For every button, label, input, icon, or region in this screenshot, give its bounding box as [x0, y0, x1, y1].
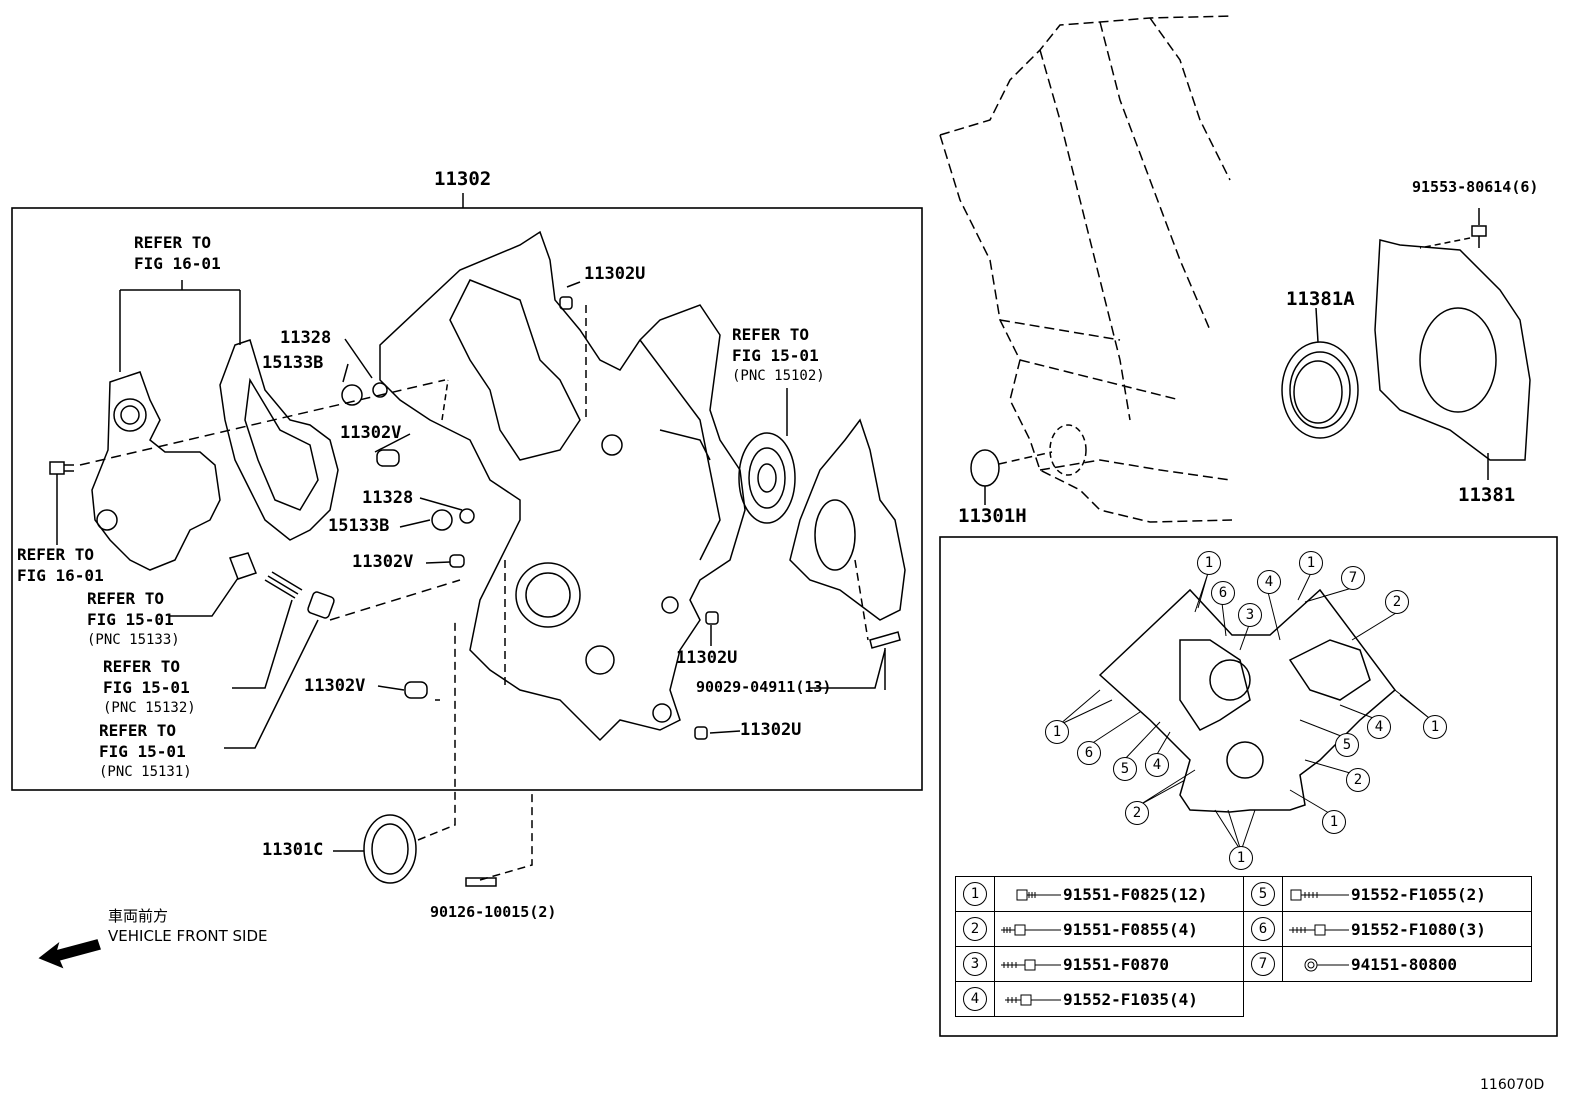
legend-num-cell: 5 — [1243, 876, 1283, 912]
vehicle-front-note: 車両前方 VEHICLE FRONT SIDE — [108, 906, 268, 946]
legend-part-cell: 91551-F0855(4) — [994, 911, 1244, 947]
bolt-marker: 1 — [1322, 810, 1346, 834]
part-11302v-label-b: 11302V — [352, 552, 414, 572]
part-11302v-label-c: 11302V — [304, 676, 366, 696]
part-11302v-label-a: 11302V — [340, 423, 402, 443]
part-15133b-label-a: 15133B — [262, 353, 324, 373]
oil-seal-11301c — [363, 814, 417, 884]
bolt-icon — [1001, 924, 1061, 935]
legend-num-cell: 1 — [955, 876, 995, 912]
legend-num-cell: 7 — [1243, 946, 1283, 982]
bolt-icon — [1304, 958, 1349, 971]
water-pump-gasket — [219, 339, 339, 541]
timing-cover — [379, 230, 746, 742]
water-pump — [91, 371, 221, 571]
part-91553-label: 91553-80614(6) — [1412, 178, 1539, 196]
legend-row: 2 91551-F0855(4) 6 91552-F1080(3) — [955, 911, 1532, 947]
part-11328-label-b: 11328 — [362, 488, 414, 508]
part-90029-label: 90029-04911(13) — [696, 678, 832, 696]
main-box-frame — [11, 207, 923, 791]
bolt-marker: 3 — [1238, 603, 1262, 627]
legend-part-cell: 91551-F0825(12) — [994, 876, 1244, 912]
bolt-marker: 5 — [1113, 757, 1137, 781]
part-11302u-label-b: 11302U — [676, 648, 738, 668]
engine-block — [939, 15, 1233, 523]
part-15133b-label-b: 15133B — [328, 516, 390, 536]
retainer-11381 — [1374, 239, 1531, 461]
bolt-marker: 1 — [1299, 551, 1323, 575]
inset-box — [939, 536, 1558, 1037]
part-11301h-label: 11301H — [958, 505, 1027, 527]
bolt-marker: 1 — [1229, 846, 1253, 870]
legend-row: 1 91551-F0825(12) 5 91552-F1055(2) — [955, 876, 1532, 912]
legend-part-cell: 91552-F1055(2) — [1282, 876, 1532, 912]
legend-part-cell: 94151-80800 — [1282, 946, 1532, 982]
bolt-icon — [1001, 959, 1061, 970]
o-ring-11301h — [970, 449, 1000, 487]
front-arrow — [38, 939, 101, 969]
figure-id: 116070D — [1480, 1077, 1545, 1093]
bolt-icon — [1005, 994, 1061, 1005]
stud-bolt-900290 — [869, 631, 901, 649]
legend-row: 4 91552-F1035(4) — [955, 981, 1532, 1017]
bolt-marker: 6 — [1077, 741, 1101, 765]
part-11381a-label: 11381A — [1286, 288, 1355, 310]
inset-cover-outline — [1098, 588, 1397, 813]
bolt-marker: 1 — [1045, 720, 1069, 744]
legend-num-cell: 6 — [1243, 911, 1283, 947]
legend-num-cell: 3 — [955, 946, 995, 982]
bolt-marker: 2 — [1346, 768, 1370, 792]
bolt-legend-table: 1 91551-F0825(12) 5 91552-F1055(2) 2 915… — [955, 876, 1532, 1017]
bolt-marker: 4 — [1257, 570, 1281, 594]
legend-part-cell: 91551-F0870 — [994, 946, 1244, 982]
oil-pump-cover — [789, 418, 906, 621]
bolt-marker: 4 — [1145, 753, 1169, 777]
bolt-marker: 6 — [1211, 581, 1235, 605]
vehicle-front-jp: 車両前方 — [108, 907, 169, 925]
part-11302u-label-c: 11302U — [740, 720, 802, 740]
legend-part-cell: 91552-F1080(3) — [1282, 911, 1532, 947]
part-11301c-label: 11301C — [262, 840, 324, 860]
legend-num-cell: 2 — [955, 911, 995, 947]
bolt-marker: 1 — [1197, 551, 1221, 575]
legend-row: 3 91551-F0870 7 94151-80800 — [955, 946, 1532, 982]
bolt-marker: 5 — [1335, 733, 1359, 757]
legend-part-cell: 91552-F1035(4) — [994, 981, 1244, 1017]
part-11381-label: 11381 — [1458, 484, 1516, 506]
part-11328-label-a: 11328 — [280, 328, 332, 348]
legend-num-cell: 4 — [955, 981, 995, 1017]
bolt-marker: 2 — [1125, 801, 1149, 825]
bolt-icon — [1290, 889, 1349, 900]
vehicle-front-en: VEHICLE FRONT SIDE — [108, 927, 268, 945]
bolt-icon — [1016, 889, 1061, 900]
bolt-icon — [1289, 924, 1349, 935]
bolt-marker: 7 — [1341, 566, 1365, 590]
bolt-marker: 4 — [1367, 715, 1391, 739]
part-11302-label: 11302 — [434, 168, 492, 190]
oil-pump-rotor — [738, 388, 796, 524]
pump-bolt — [49, 461, 74, 475]
bolt-marker: 2 — [1385, 590, 1409, 614]
oil-seal-11381a — [1281, 341, 1359, 439]
part-90126-label: 90126-10015(2) — [430, 903, 557, 921]
part-11302u-label-a: 11302U — [584, 264, 646, 284]
bolt-marker: 1 — [1423, 715, 1447, 739]
